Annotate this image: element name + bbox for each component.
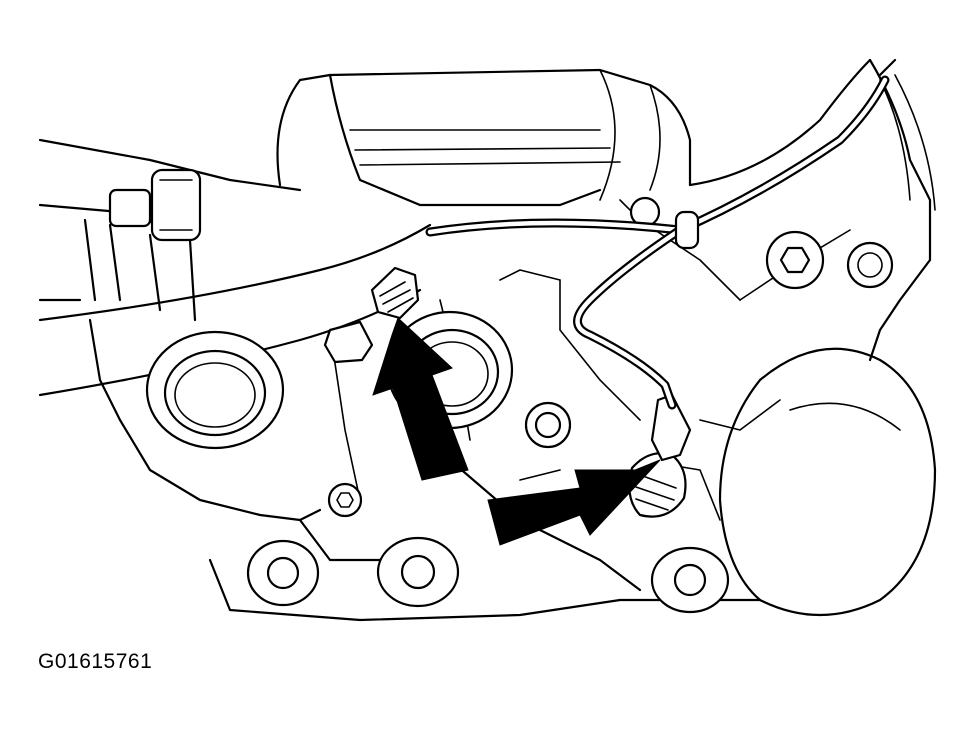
figure-id-label: G01615761 xyxy=(38,650,153,673)
port-bosses xyxy=(110,170,892,612)
wiring-harness xyxy=(430,60,895,405)
cylinder-head-casting xyxy=(40,60,935,620)
lower-sensor xyxy=(629,395,690,517)
callout-arrows xyxy=(373,318,660,545)
upper-sensor xyxy=(372,268,418,318)
arrow-upper-sensor-connector xyxy=(373,318,468,480)
arrow-lower-sensor-connector xyxy=(488,460,660,545)
